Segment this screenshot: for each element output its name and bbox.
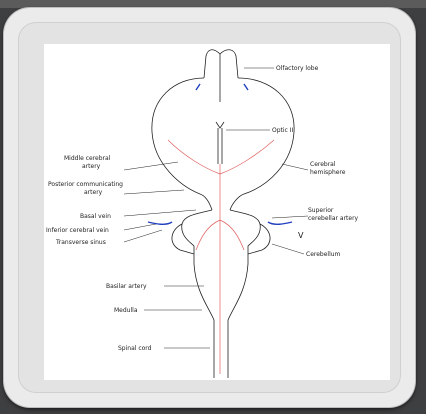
left-cerebellum-outline — [172, 224, 194, 254]
middle-cerebral-artery-label-2: artery — [82, 163, 101, 170]
spinal-cord-label: Spinal cord — [118, 345, 152, 352]
left-brainstem-outline — [182, 210, 214, 378]
inferior-cerebral-vein-label: Inferior cerebral vein — [46, 227, 109, 234]
artery-lines — [168, 140, 274, 374]
brain-diagram: Olfactory lobe Optic II Middle cerebral … — [44, 44, 390, 380]
optic-label: Optic II — [272, 127, 294, 134]
cerebellum-label: Cerebellum — [306, 251, 341, 258]
middle-cerebral-artery-left-line — [168, 140, 220, 174]
right-brainstem-outline — [228, 210, 260, 378]
right-hemisphere-outline — [230, 78, 294, 210]
cerebellum-leader — [272, 244, 304, 254]
superior-cerebellar-artery-leader — [272, 216, 308, 218]
middle-cerebral-artery-right-line — [220, 140, 274, 174]
cerebral-hemisphere-label-2: hemisphere — [310, 169, 346, 176]
medulla-label: Medulla — [114, 307, 138, 314]
basilar-artery-label: Basilar artery — [106, 283, 147, 290]
top-strip — [0, 0, 426, 8]
cerebral-hemisphere-label: Cerebral — [310, 161, 336, 168]
superior-cerebellar-artery-left-line — [196, 220, 220, 250]
posterior-communicating-artery-label: Posterior communicating — [48, 181, 123, 188]
v-label: V — [298, 231, 304, 240]
basal-vein-leader — [124, 210, 196, 216]
olfactory-vein-left-line — [196, 84, 200, 90]
superior-cerebellar-artery-label-2: cerebellar artery — [308, 215, 359, 222]
olfactory-lobe-label: Olfactory lobe — [276, 65, 319, 72]
superior-cerebellar-artery-label: Superior — [308, 207, 334, 214]
olfactory-vein-right-line — [244, 84, 248, 90]
basal-vein-label: Basal vein — [80, 213, 111, 220]
middle-cerebral-artery-leader — [124, 162, 178, 170]
transverse-sinus-leader — [124, 230, 162, 242]
superior-cerebellar-artery-right-line — [220, 220, 244, 250]
cerebral-hemisphere-leader — [282, 164, 308, 170]
transverse-sinus-left-line — [148, 222, 172, 224]
olfactory-lobe-right-outline — [220, 50, 238, 78]
right-cerebellum-outline — [248, 224, 270, 254]
leader-lines — [124, 68, 308, 348]
olfactory-lobe-left-outline — [204, 50, 220, 78]
brain-outline — [152, 50, 294, 378]
transverse-sinus-label: Transverse sinus — [55, 239, 106, 246]
middle-cerebral-artery-label: Middle cerebral — [64, 155, 111, 162]
optic-chiasm-outline — [216, 122, 224, 128]
brain-diagram-panel: Olfactory lobe Optic II Middle cerebral … — [44, 44, 390, 380]
inferior-cerebral-vein-leader — [124, 224, 156, 230]
transverse-sinus-right-line — [268, 222, 292, 224]
posterior-communicating-artery-label-2: artery — [84, 189, 103, 196]
posterior-communicating-artery-leader — [124, 190, 184, 194]
